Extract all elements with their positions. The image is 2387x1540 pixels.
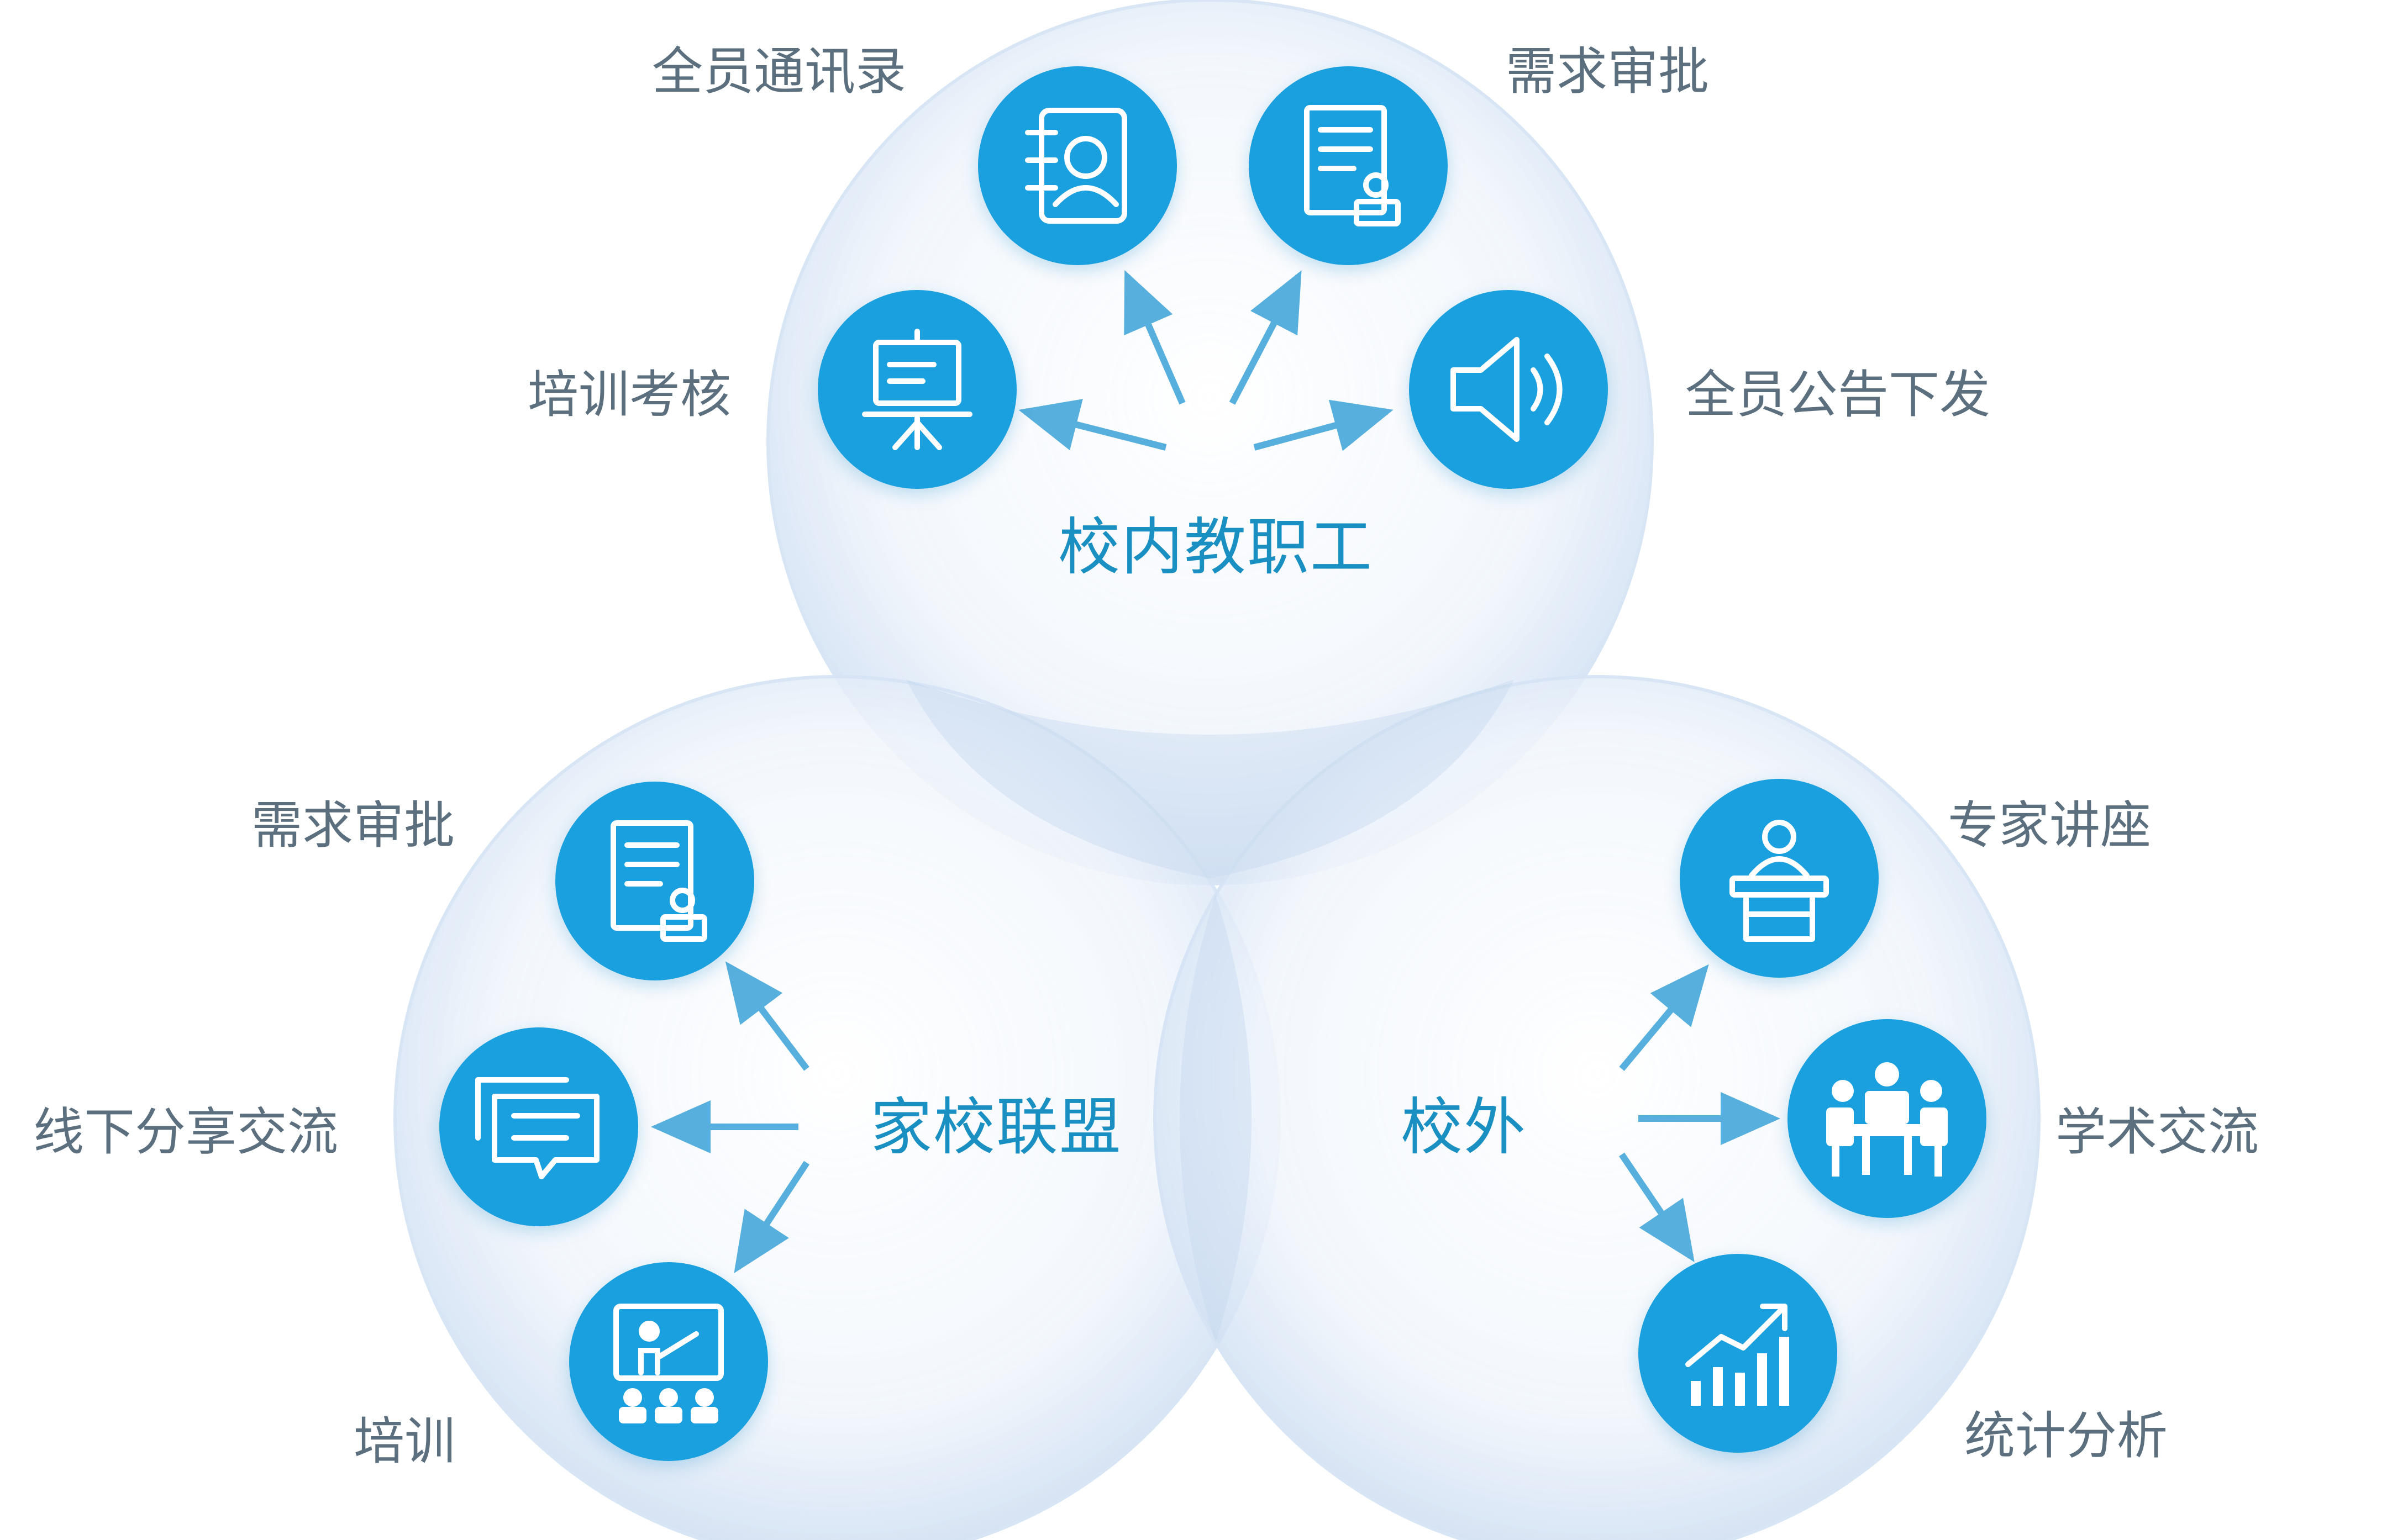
contact-book-icon xyxy=(978,66,1177,265)
arrow xyxy=(734,1161,810,1274)
hub-title-external: 校外 xyxy=(1401,1091,1527,1163)
arrow xyxy=(1253,399,1394,451)
feature-label: 全员公告下发 xyxy=(1685,365,1991,424)
arrow xyxy=(725,961,809,1071)
feature-label: 培训考核 xyxy=(528,365,732,424)
approval-document-icon xyxy=(1249,66,1448,265)
lecture-podium-icon xyxy=(1680,779,1879,978)
arrow xyxy=(1619,1152,1695,1262)
arrow xyxy=(1124,270,1186,405)
feature-label: 学术交流 xyxy=(2055,1103,2259,1162)
feature-label: 全员通讯录 xyxy=(652,42,907,101)
presentation-easel-icon xyxy=(818,290,1017,489)
arrow xyxy=(1018,399,1167,451)
classroom-teacher-icon xyxy=(569,1262,768,1461)
growth-chart-icon xyxy=(1638,1254,1837,1453)
approval-document-icon xyxy=(555,782,754,980)
feature-label: 专家讲座 xyxy=(1948,796,2152,855)
overlap-tint xyxy=(1180,895,1252,1342)
overlap-tint xyxy=(906,679,1514,878)
meeting-table-icon xyxy=(1787,1019,1986,1218)
feature-label: 需求审批 xyxy=(251,796,455,855)
chat-bubbles-icon xyxy=(439,1027,638,1226)
hub-title-staff: 校内教职工 xyxy=(1058,511,1373,583)
feature-label: 需求审批 xyxy=(1506,42,1710,101)
speaker-icon xyxy=(1409,290,1608,489)
feature-label: 统计分析 xyxy=(1964,1406,2168,1465)
arrow xyxy=(1229,270,1302,405)
arrow xyxy=(1619,964,1709,1071)
feature-label: 线下分享交流 xyxy=(33,1103,339,1162)
feature-label: 培训 xyxy=(354,1412,456,1471)
hub-title-family: 家校联盟 xyxy=(870,1091,1122,1163)
